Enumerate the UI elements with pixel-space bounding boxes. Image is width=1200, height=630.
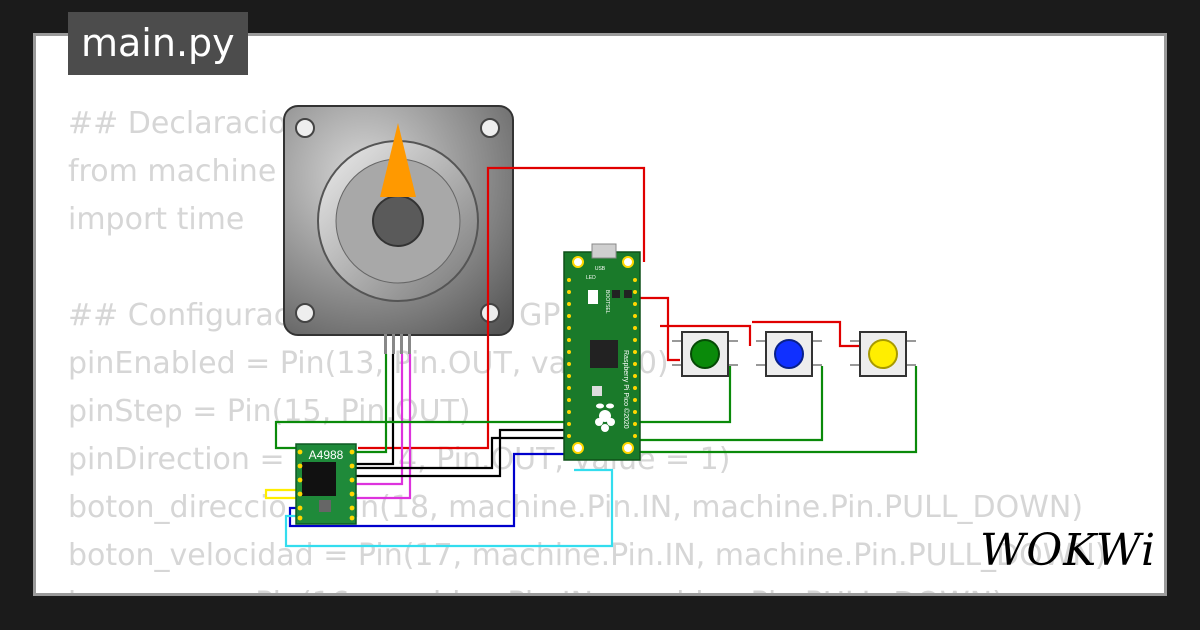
pushbutton-blue[interactable] bbox=[756, 331, 822, 377]
code-line: ## Declaracion bbox=[68, 106, 306, 141]
code-line: ## Configurac GPI bbox=[68, 298, 570, 333]
wokwi-logo-text: WOKWi bbox=[980, 525, 1156, 576]
raspberry-pi-pico[interactable]: USB LED BOOTSEL Raspberry Pi Pico ©2020 bbox=[563, 243, 641, 461]
pushbutton-green[interactable] bbox=[672, 331, 738, 377]
card-bottom-mask bbox=[33, 594, 1167, 630]
code-line: import time bbox=[68, 202, 245, 237]
file-tab[interactable]: main.py bbox=[68, 12, 248, 75]
motor-needle bbox=[380, 123, 416, 197]
code-line: boton_velocidad = Pin(17, machine.Pin.IN… bbox=[68, 538, 1107, 573]
wires bbox=[264, 166, 918, 548]
card-bottom-border bbox=[33, 593, 1167, 596]
a4988-driver[interactable]: A4988 bbox=[295, 443, 357, 525]
pico-board-label: Raspberry Pi Pico ©2020 bbox=[622, 350, 630, 429]
wokwi-logo: WOKWi bbox=[980, 525, 1156, 576]
driver-label: A4988 bbox=[309, 448, 344, 462]
raspberry-logo-icon bbox=[595, 403, 615, 432]
pico-bootsel-label: BOOTSEL bbox=[604, 290, 610, 314]
code-line: from machine bbox=[68, 154, 277, 189]
stepper-motor[interactable] bbox=[283, 105, 514, 354]
pico-usb-label: USB bbox=[595, 266, 606, 272]
code-line: pinStep = Pin(15, Pin.OUT) bbox=[68, 394, 471, 429]
pico-led-label: LED bbox=[586, 275, 596, 281]
pushbutton-yellow[interactable] bbox=[850, 331, 916, 377]
